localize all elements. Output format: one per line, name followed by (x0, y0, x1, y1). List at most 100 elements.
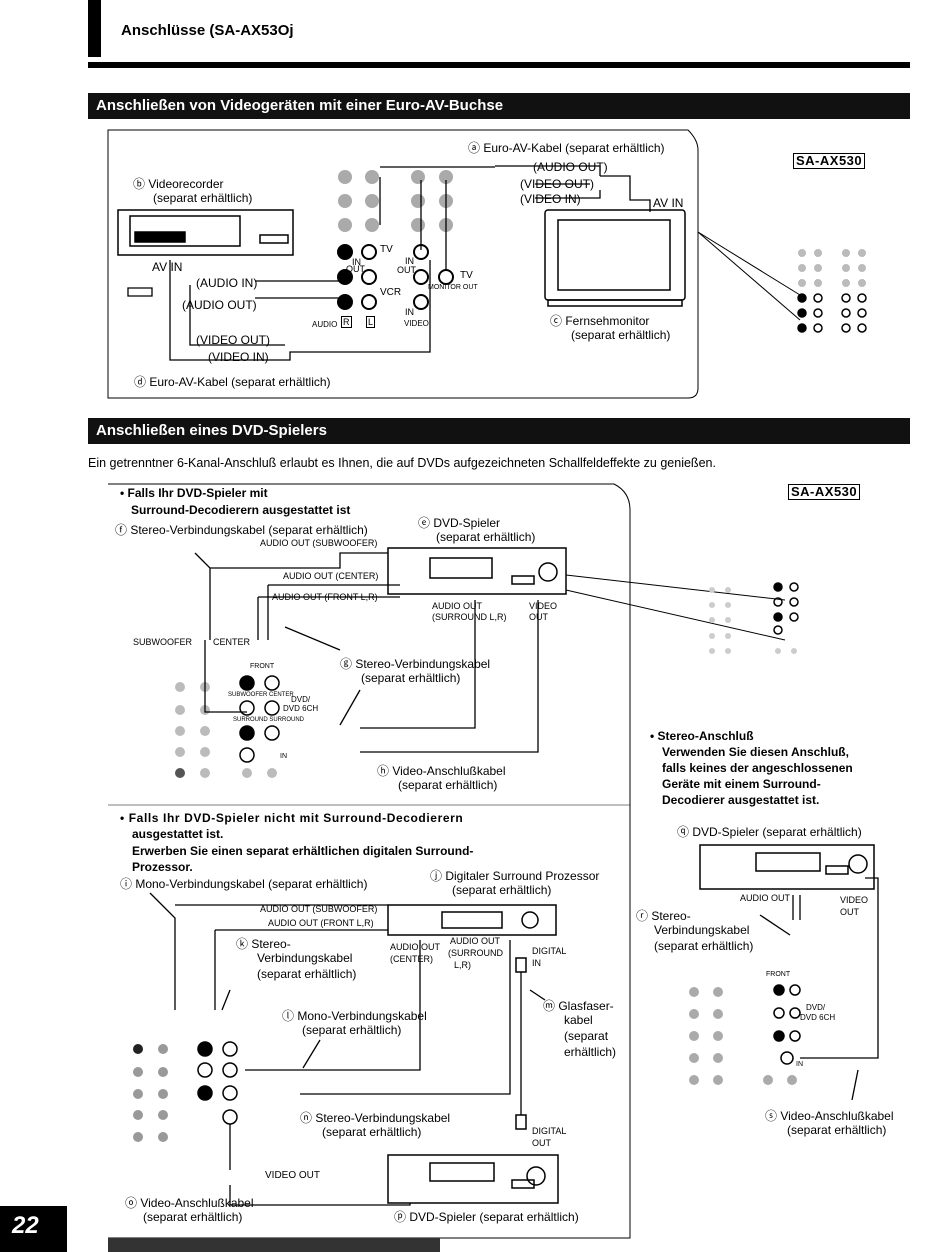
label-g-1: ⓖ Stereo-Verbindungskabel (340, 657, 491, 671)
stereo-line4: Decodierer ausgestattet ist. (662, 793, 820, 807)
q-audio-out: AUDIO OUT (740, 893, 791, 903)
case2-line2: ausgestattet ist. (132, 827, 224, 841)
case1-line2: Surround-Decodierern ausgestattet ist (131, 503, 351, 517)
proc-audio-out-front: AUDIO OUT (FRONT L,R) (268, 918, 374, 928)
tv-audio-out: (AUDIO OUT) (533, 160, 608, 174)
label-c-1: ⓒ Fernsehmonitor (550, 314, 650, 328)
receiver-jacks-active (337, 244, 454, 310)
video-out-p: VIDEO OUT (265, 1170, 321, 1181)
header-marker (88, 0, 101, 57)
vcr-video-in: (VIDEO IN) (208, 350, 269, 364)
dvd-diagram (108, 483, 879, 1252)
proc-audio-out-1: AUDIO OUT (390, 942, 441, 952)
audio-out-sub: AUDIO OUT (SUBWOOFER) (260, 538, 378, 548)
processor-cables (149, 892, 546, 1206)
tv-video-in: (VIDEO IN) (520, 192, 581, 206)
surround-label: SURROUND SURROUND (233, 717, 305, 723)
vcr-video-out: (VIDEO OUT) (196, 333, 270, 347)
q-dvd-label: DVD/ (806, 1003, 826, 1012)
jack-l-label: L (366, 316, 376, 328)
case2-line3: Erwerben Sie einen separat erhältlichen … (132, 844, 474, 858)
label-l-1: ⓛ Mono-Verbindungskabel (282, 1009, 427, 1023)
model-badge-1: SA-AX530 (793, 153, 866, 169)
vcr-audio-in: (AUDIO IN) (196, 276, 258, 290)
stereo-line2: falls keines der angeschlossenen (662, 761, 853, 775)
callout-lines (697, 231, 801, 321)
case1-line1: • Falls Ihr DVD-Spieler mit (120, 486, 268, 500)
jack-vcr-label: VCR (380, 287, 402, 298)
label-l-2: (separat erhältlich) (302, 1023, 402, 1037)
stereo-title: • Stereo-Anschluß (650, 729, 754, 743)
label-g-2: (separat erhältlich) (361, 671, 461, 685)
vcr-audio-out: (AUDIO OUT) (182, 298, 257, 312)
dvd-e-cables (194, 552, 539, 753)
label-s-2: (separat erhältlich) (787, 1123, 887, 1137)
proc-lr: L,R) (454, 960, 472, 970)
jack-r-label: R (341, 316, 352, 328)
jack-in-label-3: IN (405, 307, 414, 317)
label-m-4: erhältlich) (564, 1045, 617, 1059)
header-rule (88, 62, 910, 68)
label-j-1: ⓙ Digitaler Surround Prozessor (430, 869, 600, 883)
proc-surround: (SURROUND (448, 948, 503, 958)
dvd-frame (108, 483, 631, 1239)
stereo-line3: Geräte mit einem Surround- (662, 777, 821, 791)
label-j-2: (separat erhältlich) (452, 883, 552, 897)
q-dvd6ch-label: DVD 6CH (800, 1013, 836, 1022)
dvd-player-q (699, 844, 875, 890)
front-label: FRONT (250, 663, 275, 670)
label-k-1: ⓚ Stereo- (236, 937, 291, 951)
label-r-3: (separat erhältlich) (654, 939, 754, 953)
center-label: CENTER (213, 637, 251, 647)
digital-in-2: IN (532, 958, 541, 968)
label-f: ⓕ Stereo-Verbindungskabel (separat erhäl… (115, 523, 368, 537)
audio-out-center: AUDIO OUT (CENTER) (283, 571, 379, 581)
dvd-label: DVD/ (291, 695, 311, 704)
label-h-1: ⓗ Video-Anschlußkabel (377, 764, 506, 778)
label-m-3: (separat (564, 1029, 609, 1043)
page-number-box (0, 1206, 67, 1252)
jack-tv-label: TV (380, 244, 393, 255)
q-in-label: IN (796, 1061, 803, 1068)
av-in-vcr: AV IN (152, 260, 183, 274)
label-o-2: (separat erhältlich) (143, 1210, 243, 1224)
page-title: Anschlüsse (SA-AX53Oj (121, 22, 294, 39)
diagram-frame (107, 129, 699, 399)
stereo-cables (759, 877, 879, 1101)
q-video-1: VIDEO (840, 895, 869, 905)
euro-av-diagram (107, 129, 867, 399)
mini-panel (798, 249, 866, 287)
jack-out-label: OUT (346, 264, 365, 274)
jack-in-label: IN (352, 257, 361, 267)
label-k-3: (separat erhältlich) (257, 967, 357, 981)
label-n-1: ⓝ Stereo-Verbindungskabel (300, 1111, 451, 1125)
audio-out-surround-1: AUDIO OUT (432, 601, 483, 611)
dvd6ch-label: DVD 6CH (283, 704, 319, 713)
model-badge-2: SA-AX530 (788, 484, 861, 500)
dvd-player-p (387, 1114, 559, 1204)
jack-out-label-2: OUT (397, 265, 416, 275)
label-n-2: (separat erhältlich) (322, 1125, 422, 1139)
audio-out-surround-2: (SURROUND L,R) (432, 612, 507, 622)
tv-video-out: (VIDEO OUT) (520, 177, 594, 191)
euro-av-cables (127, 165, 651, 361)
label-r-2: Verbindungskabel (654, 923, 750, 937)
label-c-2: (separat erhältlich) (571, 328, 671, 342)
label-k-2: Verbindungskabel (257, 951, 353, 965)
label-o-1: ⓞ Video-Anschlußkabel (125, 1196, 254, 1210)
surround-processor (387, 904, 557, 973)
proc-audio-out-sub: AUDIO OUT (SUBWOOFER) (260, 904, 378, 914)
label-h-2: (separat erhältlich) (398, 778, 498, 792)
audio-out-front: AUDIO OUT (FRONT L,R) (272, 592, 378, 602)
proc-center: (CENTER) (390, 954, 433, 964)
jack-video-label: VIDEO (404, 319, 429, 328)
label-q: ⓠ DVD-Spieler (separat erhältlich) (677, 825, 862, 839)
stereo-line1: Verwenden Sie diesen Anschluß, (662, 745, 849, 759)
in-label: IN (280, 753, 287, 760)
jack-tv-label-2: TV (460, 270, 473, 281)
label-e-2: (separat erhältlich) (436, 530, 536, 544)
case2-line4: Prozessor. (132, 860, 193, 874)
subwoofer-center-label: SUBWOOFER CENTER (228, 692, 294, 698)
label-a: ⓐ Euro-AV-Kabel (separat erhältlich) (468, 141, 665, 155)
label-d: ⓓ Euro-AV-Kabel (separat erhältlich) (134, 375, 331, 389)
